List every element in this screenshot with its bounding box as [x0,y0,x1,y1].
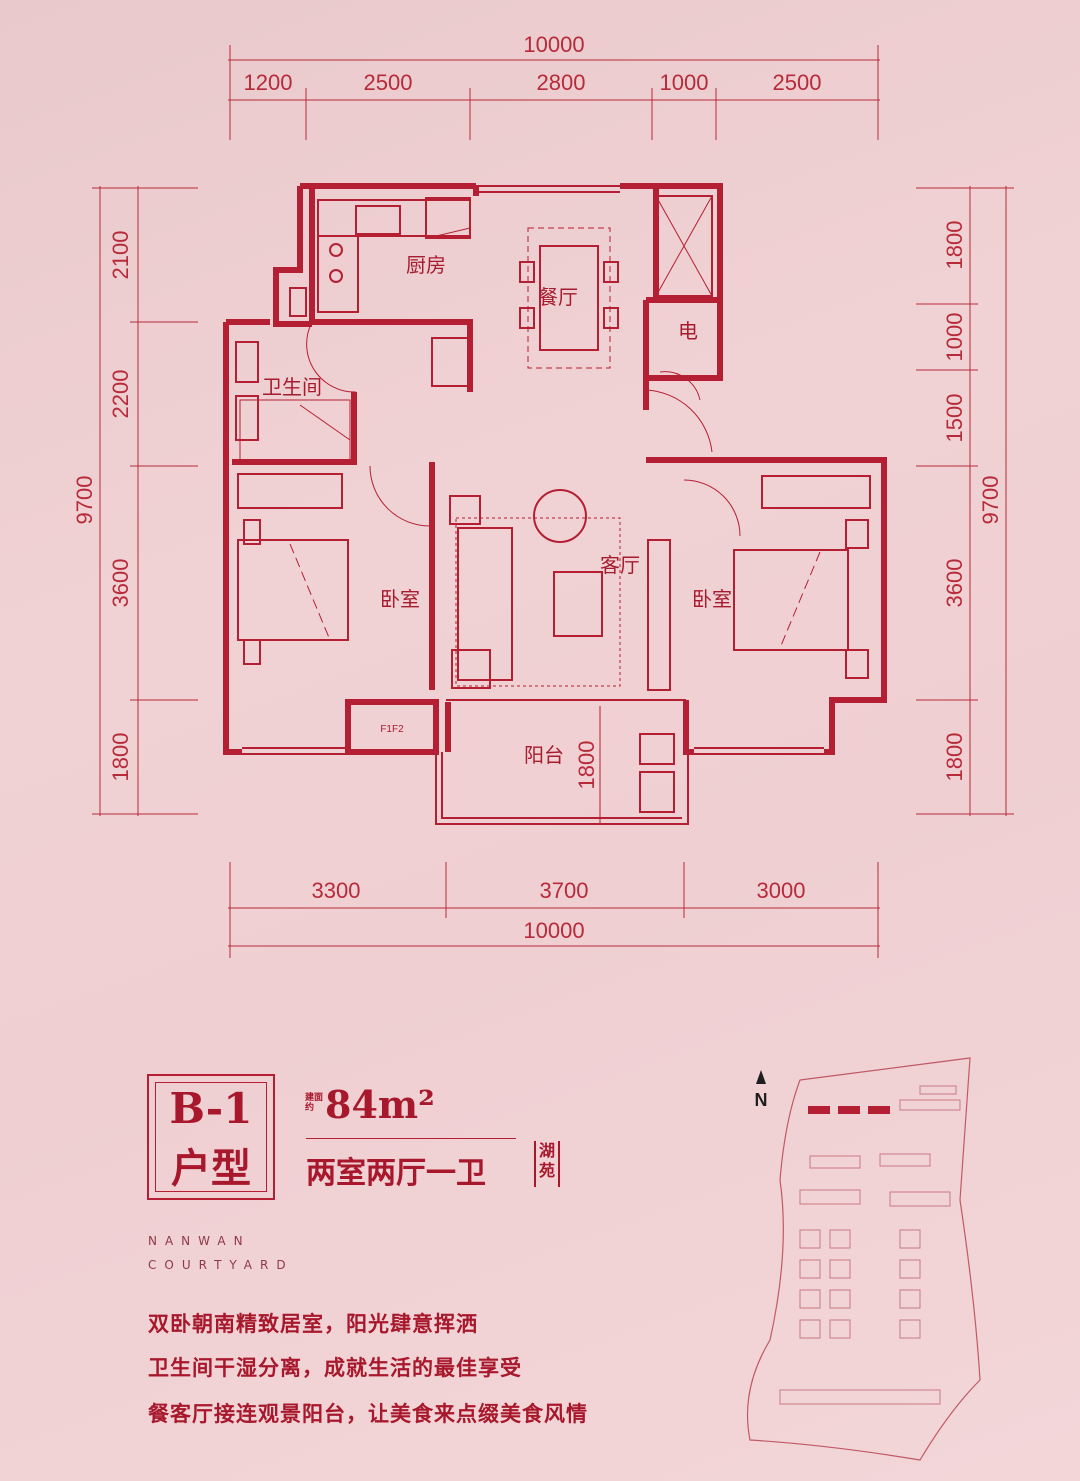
dim-left-total: 9700 [72,476,97,525]
dim-bottom-seg: 3300 [312,878,361,903]
area-label: 建面约 [305,1093,324,1113]
divider [306,1138,516,1139]
dim-right-seg: 1500 [942,394,967,443]
room-bedroom-left: 卧室 [380,587,420,611]
rooms-summary: 两室两厅一卫 [306,1156,486,1191]
fire-door-label: F1F2 [380,724,404,735]
dim-right-seg: 3600 [942,559,967,608]
room-dining: 餐厅 [538,285,578,309]
dim-balcony-depth: 1800 [574,741,599,790]
room-living: 客厅 [600,553,640,577]
unit-code: B-1 [169,1084,253,1133]
dim-left-seg: 2200 [108,370,133,419]
dim-left-seg: 3600 [108,559,133,608]
dim-top-seg: 2800 [537,70,586,95]
feature-1: 双卧朝南精致居室，阳光肆意挥洒 [148,1312,478,1336]
dim-top-seg: 1200 [244,70,293,95]
unit-type-word: 户型 [171,1145,251,1192]
area-value: 84m² [325,1082,435,1127]
dim-top-seg: 2500 [773,70,822,95]
floor-plan: 10000 1200 2500 2800 1000 2500 3300 3700… [72,32,1014,958]
dim-right-seg: 1000 [942,313,967,362]
room-bathroom: 卫生间 [262,375,322,399]
dim-right-total: 9700 [978,476,1003,525]
room-electric: 电 [678,319,698,343]
room-bedroom-right: 卧室 [692,587,732,611]
north-label: N [755,1090,768,1110]
room-balcony: 阳台 [524,743,564,767]
dim-bottom-total: 10000 [523,918,584,943]
dim-top-seg: 1000 [660,70,709,95]
feature-2: 卫生间干湿分离，成就生活的最佳享受 [148,1356,522,1380]
dim-bottom-seg: 3700 [540,878,589,903]
brand-line-1: NANWAN [148,1234,251,1248]
dim-top-seg: 2500 [364,70,413,95]
dim-right-seg: 1800 [942,733,967,782]
dim-left-seg: 2100 [108,231,133,280]
site-map: N [746,1057,981,1461]
project-tag: 湖苑 [534,1141,560,1187]
brand-line-2: COURTYARD [148,1258,294,1272]
dim-left-seg: 1800 [108,733,133,782]
unit-type-badge: B-1 户型 [147,1074,275,1200]
dim-top-total: 10000 [523,32,584,57]
dim-right-seg: 1800 [942,221,967,270]
room-kitchen: 厨房 [406,253,446,277]
badge-inner-border [155,1082,267,1192]
feature-3: 餐客厅接连观景阳台，让美食来点缀美食风情 [148,1402,588,1426]
north-arrow-icon [756,1070,766,1084]
dim-bottom-seg: 3000 [757,878,806,903]
